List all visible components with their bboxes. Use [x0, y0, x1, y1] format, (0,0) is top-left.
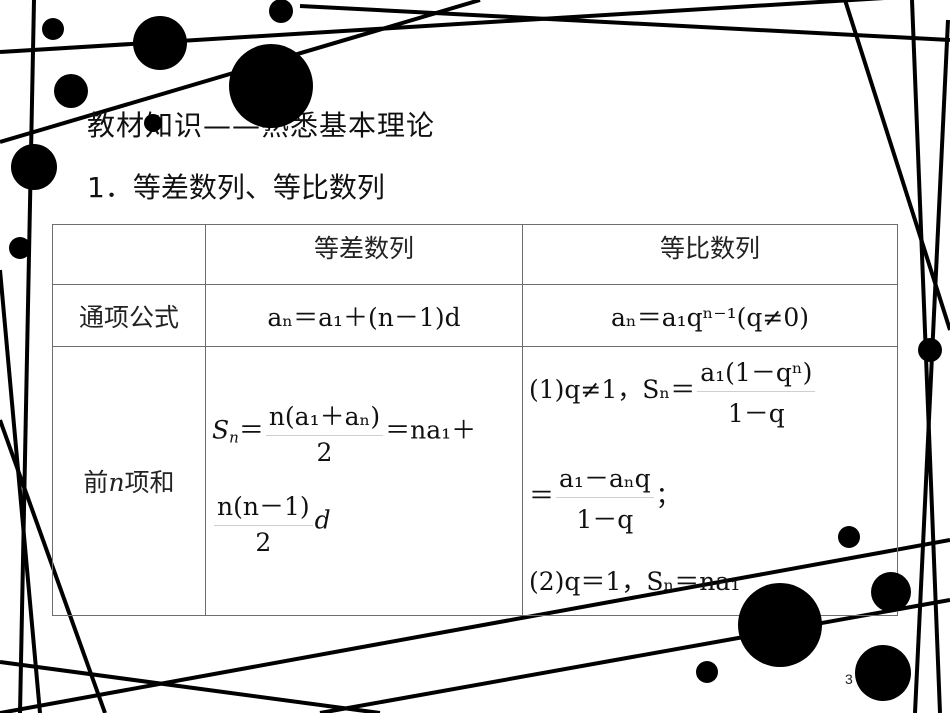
case1b-equals: ＝: [529, 481, 555, 510]
row-label-suffix: 项和: [124, 468, 175, 497]
common-difference-d: d: [314, 505, 331, 535]
equals-sign: ＝: [238, 415, 264, 445]
case1-fraction-numerator: a₁(1－qⁿ): [697, 353, 816, 392]
arithmetic-sum-line1: Sn＝n(a₁＋aₙ)2＝na₁＋: [212, 397, 476, 467]
header-cell-arithmetic: 等差数列: [205, 224, 523, 285]
row-label-variable: n: [108, 468, 125, 497]
fraction-1-denominator: 2: [316, 438, 333, 467]
sequence-comparison-table: 等差数列 等比数列 通项公式 aₙ＝a₁＋(n－1)d aₙ＝a₁qⁿ⁻¹(q≠…: [52, 224, 898, 616]
case1b-fraction-denominator: 1－q: [576, 505, 634, 534]
case1b-fraction: a₁－aₙq 1－q: [556, 459, 654, 536]
arithmetic-general-term-formula: aₙ＝a₁＋(n－1)d: [267, 302, 461, 332]
page-number: 3: [845, 671, 853, 687]
slide-title: 教材知识——熟悉基本理论: [87, 109, 436, 142]
section-heading: 1．等差数列、等比数列: [87, 171, 385, 204]
fraction-2-denominator: 2: [255, 528, 272, 557]
case1-condition: (1)q≠1，: [529, 375, 643, 404]
header-cell-geometric: 等比数列: [522, 224, 898, 285]
case1-fraction: a₁(1－qⁿ) 1－q: [697, 353, 816, 430]
table-row-general-term: 通项公式 aₙ＝a₁＋(n－1)d aₙ＝a₁qⁿ⁻¹(q≠0): [52, 284, 898, 347]
geometric-partial-sum-formula: (1)q≠1，Sₙ＝a₁(1－qⁿ) 1－q ＝a₁－aₙq 1－q ； (2)q＝1…: [523, 347, 897, 615]
fraction-1-numerator: n(a₁＋aₙ): [265, 397, 384, 436]
row-label-general-term: 通项公式: [78, 302, 179, 332]
geometric-partial-sum-cell: (1)q≠1，Sₙ＝a₁(1－qⁿ) 1－q ＝a₁－aₙq 1－q ； (2)q＝1…: [522, 346, 898, 616]
row-label-cell: 通项公式: [52, 284, 206, 347]
row-label-prefix: 前: [83, 468, 109, 497]
case1b-semicolon: ；: [655, 481, 681, 510]
fraction-2-numerator: n(n－1): [214, 487, 313, 526]
table-header-row: 等差数列 等比数列: [52, 224, 898, 285]
header-geometric-label: 等比数列: [659, 233, 760, 263]
case1b-fraction-numerator: a₁－aₙq: [556, 459, 654, 498]
sum-subscript: n: [229, 428, 239, 447]
header-arithmetic-label: 等差数列: [313, 233, 414, 263]
geometric-case1-line: (1)q≠1，Sₙ＝a₁(1－qⁿ) 1－q: [529, 353, 817, 430]
case1-lhs: Sₙ＝: [642, 375, 696, 404]
fraction-1: n(a₁＋aₙ)2: [265, 397, 384, 467]
geometric-case1b-line: ＝a₁－aₙq 1－q ；: [529, 459, 681, 536]
fraction-2: n(n－1)2: [214, 487, 313, 557]
geometric-general-term-formula: aₙ＝a₁qⁿ⁻¹(q≠0): [610, 302, 810, 332]
arithmetic-sum-rhs: ＝na₁＋: [385, 415, 477, 445]
sum-symbol: S: [212, 415, 230, 445]
row-label-cell: 前n项和: [52, 346, 206, 616]
case1-fraction-denominator: 1－q: [727, 399, 785, 428]
row-label-partial-sum: 前n项和: [53, 463, 205, 499]
geometric-general-term-cell: aₙ＝a₁qⁿ⁻¹(q≠0): [522, 284, 898, 347]
arithmetic-general-term-cell: aₙ＝a₁＋(n－1)d: [205, 284, 523, 347]
header-cell-empty: [52, 224, 206, 285]
geometric-case2-line: (2)q＝1，Sₙ＝na₁: [529, 567, 741, 596]
